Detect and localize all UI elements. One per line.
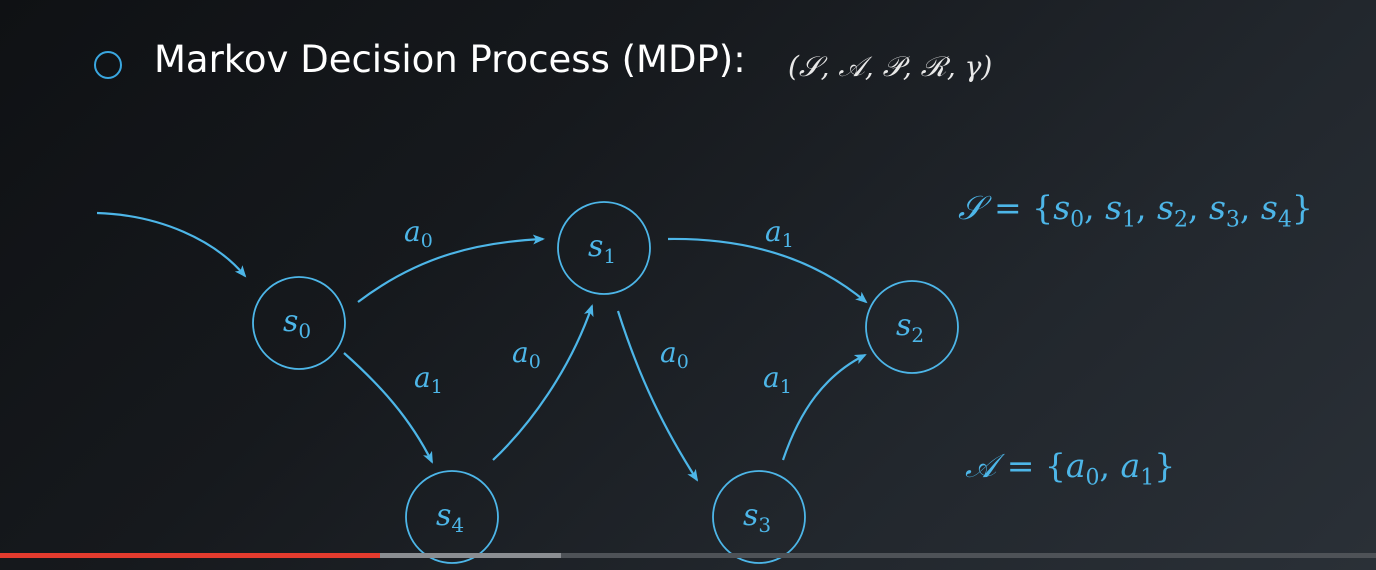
action-set-definition: 𝒜 = {a0, a1}	[965, 446, 1176, 491]
state-set-element: s0	[1053, 188, 1085, 233]
state-node-s2	[865, 280, 959, 374]
edge-label-s1-s2: a1	[765, 215, 794, 252]
state-set-element: s3	[1208, 188, 1240, 233]
state-label-s3: s3	[743, 498, 771, 537]
edge-s3-s2	[781, 354, 867, 461]
edge-s1-s3	[616, 310, 699, 482]
action-set-symbol: 𝒜	[965, 446, 997, 485]
state-set-close: }	[1291, 188, 1313, 227]
edge-label-s0-s4: a1	[414, 361, 443, 398]
state-label-s1: s1	[588, 229, 616, 268]
edge-label-s4-s1: a0	[512, 336, 541, 373]
edge-s0-s4	[343, 352, 433, 464]
state-set-element: s4	[1260, 188, 1292, 233]
state-node-s1	[557, 201, 651, 295]
state-node-s3	[712, 470, 806, 564]
state-set-definition: 𝒮 = {s0, s1, s2, s3, s4}	[958, 188, 1313, 233]
edge-s4-s1	[492, 304, 594, 461]
edge-start-s0	[96, 211, 247, 278]
edge-s1-s2	[667, 237, 868, 304]
progress-bar-track[interactable]	[0, 553, 1376, 558]
state-node-s0	[252, 276, 346, 370]
edge-label-s0-s1: a0	[404, 215, 433, 252]
action-set-open: = {	[996, 446, 1066, 485]
progress-bar-played[interactable]	[0, 553, 380, 558]
bullet-circle-icon	[94, 51, 122, 79]
state-set-element: s2	[1157, 188, 1188, 233]
edge-label-s1-s3: a0	[660, 336, 689, 373]
state-set-element: s1	[1105, 188, 1137, 233]
mdp-tuple: (𝒮, 𝒜, 𝒫, ℛ, γ)	[788, 50, 993, 83]
state-label-s2: s2	[896, 308, 924, 347]
action-set-element: a0	[1065, 446, 1100, 491]
state-node-s4	[405, 470, 499, 564]
slide-title: Markov Decision Process (MDP):	[154, 38, 746, 81]
action-set-element: a1	[1120, 446, 1155, 491]
edge-label-s3-s2: a1	[763, 361, 792, 398]
state-label-s0: s0	[283, 304, 311, 343]
state-set-symbol: 𝒮	[958, 188, 984, 227]
state-label-s4: s4	[436, 498, 464, 537]
action-set-close: }	[1154, 446, 1176, 485]
state-set-open: = {	[983, 188, 1054, 227]
edge-s0-s1	[357, 234, 545, 303]
